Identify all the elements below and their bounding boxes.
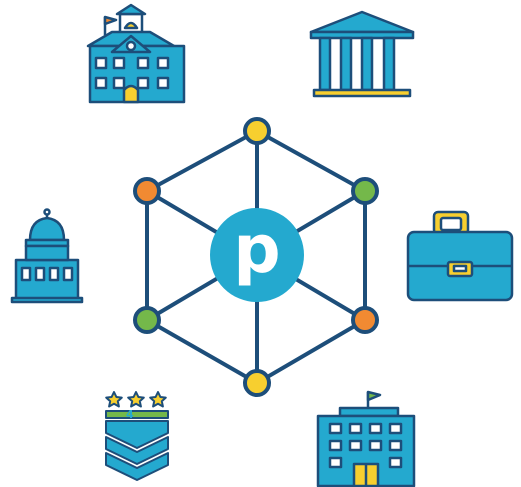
government-pillars-icon [309, 10, 415, 98]
rank-number: 4 [126, 408, 134, 421]
node-lower-left [133, 306, 161, 334]
edge [255, 318, 367, 385]
node-upper-right [351, 177, 379, 205]
briefcase-icon [406, 210, 514, 302]
school-building-icon [86, 3, 186, 104]
logo-letter: p [233, 211, 280, 288]
center-logo: p [210, 208, 304, 302]
office-building-icon [316, 390, 416, 487]
capitol-dome-icon [10, 208, 84, 304]
node-upper-left [133, 177, 161, 205]
military-rank-icon: 4 [105, 391, 169, 481]
node-lower-right [351, 306, 379, 334]
edge [145, 129, 259, 193]
node-top [243, 117, 271, 145]
logo-circle [210, 208, 304, 302]
edge [255, 129, 367, 193]
node-bottom [243, 369, 271, 397]
edge [145, 318, 259, 385]
